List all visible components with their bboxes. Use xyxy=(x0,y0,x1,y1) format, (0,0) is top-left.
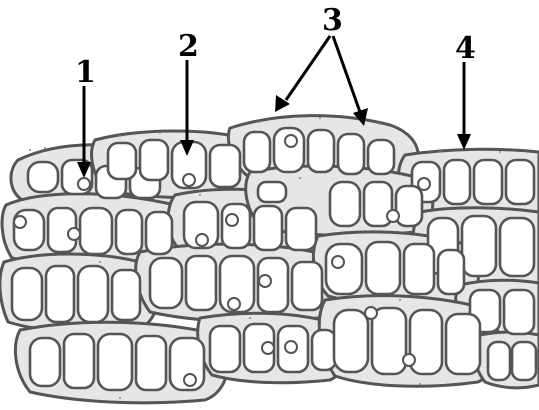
cell xyxy=(326,244,362,294)
stipple-dot xyxy=(259,121,261,123)
nucleus xyxy=(365,307,377,319)
cell xyxy=(334,310,368,372)
cell xyxy=(46,266,74,322)
cell xyxy=(116,210,142,254)
cell xyxy=(474,160,502,204)
cell xyxy=(410,310,442,374)
arrow-3a xyxy=(286,36,330,100)
cell xyxy=(286,208,316,250)
cell xyxy=(254,206,282,250)
cell xyxy=(312,330,336,370)
label-1: 1 xyxy=(75,55,96,90)
cell xyxy=(146,212,172,254)
cell xyxy=(28,162,58,192)
cell xyxy=(78,266,108,322)
cell xyxy=(112,270,140,320)
stipple-dot xyxy=(299,177,301,179)
stipple-dot xyxy=(419,383,421,385)
stipple-dot xyxy=(119,397,121,399)
cell xyxy=(222,204,250,248)
nucleus xyxy=(387,210,399,222)
nucleus xyxy=(184,374,196,386)
stipple-dot xyxy=(159,132,161,134)
cell xyxy=(292,262,322,310)
cell xyxy=(506,160,534,204)
arrowhead-4 xyxy=(457,134,471,150)
cell xyxy=(404,244,434,294)
cell xyxy=(64,334,94,388)
cell xyxy=(462,216,496,276)
stipple-dot xyxy=(29,149,31,151)
cell xyxy=(244,132,270,172)
nucleus xyxy=(285,341,297,353)
stipple-dot xyxy=(399,299,401,301)
cell xyxy=(150,258,182,308)
label-4: 4 xyxy=(455,31,476,66)
cell xyxy=(30,338,60,386)
label-3: 3 xyxy=(322,3,343,38)
label-2: 2 xyxy=(178,29,199,64)
nucleus xyxy=(259,275,271,287)
nucleus xyxy=(228,298,240,310)
stipple-dot xyxy=(249,317,251,319)
nucleus xyxy=(332,256,344,268)
cell xyxy=(512,342,536,380)
cell xyxy=(258,182,286,202)
cell xyxy=(372,308,406,374)
nucleus xyxy=(418,178,430,190)
cell xyxy=(438,250,464,294)
cell xyxy=(500,218,534,276)
nucleus xyxy=(196,234,208,246)
cell xyxy=(12,268,42,320)
nucleus xyxy=(183,174,195,186)
cell xyxy=(98,334,132,390)
stipple-dot xyxy=(379,123,381,125)
cell xyxy=(80,208,112,254)
nucleus xyxy=(285,135,297,147)
arrow-3b xyxy=(333,36,360,112)
stipple-dot xyxy=(44,147,46,149)
stipple-dot xyxy=(99,261,101,263)
cell xyxy=(108,143,136,179)
cell xyxy=(136,336,166,390)
cell xyxy=(186,256,216,310)
cell xyxy=(210,145,240,187)
cell xyxy=(446,314,480,374)
cell xyxy=(140,140,168,180)
cell xyxy=(396,186,422,226)
nucleus xyxy=(226,214,238,226)
stipple-dot xyxy=(439,151,441,153)
cell xyxy=(504,290,534,334)
nucleus xyxy=(262,342,274,354)
cell xyxy=(444,160,470,204)
cell xyxy=(308,130,334,172)
cell xyxy=(330,182,360,226)
stipple-dot xyxy=(319,117,321,119)
nucleus xyxy=(403,354,415,366)
nucleus xyxy=(68,228,80,240)
stipple-dot xyxy=(499,151,501,153)
nucleus xyxy=(78,178,90,190)
cell xyxy=(338,134,364,174)
cell xyxy=(210,326,240,372)
cell xyxy=(368,140,394,174)
cell xyxy=(488,342,510,380)
stipple-dot xyxy=(119,135,121,137)
stipple-dot xyxy=(199,194,201,196)
nucleus xyxy=(14,216,26,228)
cell xyxy=(366,242,400,294)
